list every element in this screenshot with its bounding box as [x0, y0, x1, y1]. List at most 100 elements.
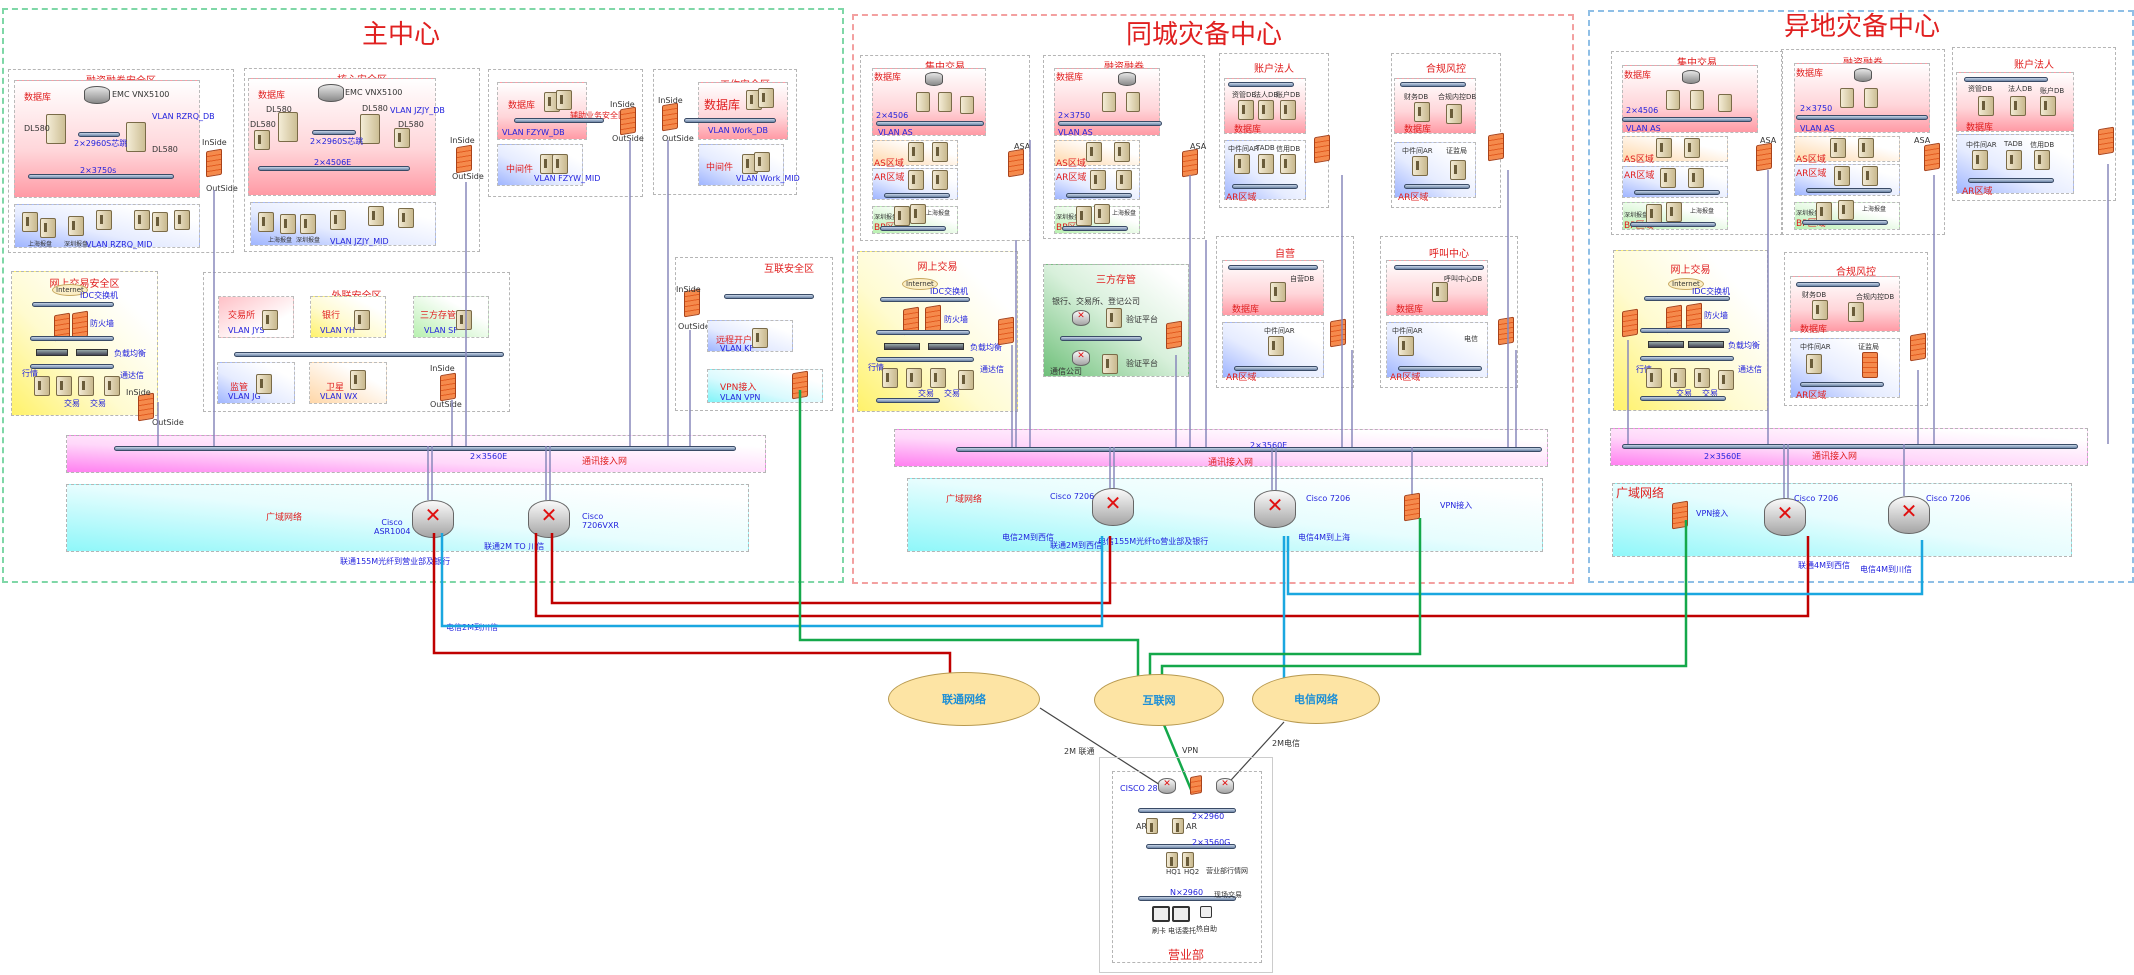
switch-bus — [1138, 896, 1236, 901]
router-label: Cisco 7206 — [1306, 494, 1351, 503]
fw-outside-label: OutSide — [662, 134, 694, 143]
zone-title: 集中交易 — [1677, 58, 1717, 69]
storage-icon — [84, 86, 110, 104]
access-label: 通讯接入网 — [1812, 452, 1858, 462]
link-red — [550, 533, 1112, 605]
link-red — [432, 533, 952, 690]
tdx-label: 通达信 — [1738, 365, 1762, 374]
part-label: 远程开户 — [716, 336, 753, 346]
db-label: 数据库 — [874, 73, 902, 83]
switch-label: 2×3560E — [1250, 441, 1288, 450]
server-icon — [1106, 308, 1122, 328]
quote-label: 行情 — [1636, 365, 1652, 374]
server-icon — [938, 92, 952, 112]
switch-label: 2×3560E — [470, 452, 508, 461]
server-icon — [1166, 852, 1178, 868]
vlan-label: VLAN Work_MID — [736, 174, 800, 183]
part-label: 卫星 — [326, 383, 345, 393]
node-label: 电信 — [1464, 335, 1478, 343]
node-label: 呼叫中心DB — [1444, 275, 1483, 283]
tdx-label: 通达信 — [120, 371, 144, 380]
server-icon — [556, 90, 572, 110]
zone-label: AS区域 — [1624, 155, 1654, 165]
server-icon — [1116, 170, 1132, 190]
vlan-label: VLAN RZRQ_DB — [152, 112, 215, 121]
node-label: 账户DB — [2040, 87, 2065, 95]
link-blue — [440, 533, 1104, 628]
server-icon — [1666, 202, 1682, 222]
firewall-label: 防火墙 — [944, 315, 968, 324]
server-icon — [1234, 154, 1250, 174]
server-icon — [350, 370, 366, 390]
trade-label: 交易 — [1702, 389, 1718, 398]
switch-bus — [1806, 188, 1892, 193]
server-icon — [1090, 170, 1106, 190]
node-label: 深圳报盘 — [1624, 212, 1649, 219]
router-label: Cisco 7206 — [1794, 494, 1839, 503]
link-green — [1160, 719, 1194, 793]
server-icon — [930, 368, 946, 388]
switch-bus — [1228, 82, 1294, 87]
vlan-label: VLAN KF — [720, 344, 754, 353]
vlan-label: VLAN VPN — [720, 393, 761, 402]
vlan-label: VLAN SF — [424, 326, 458, 335]
yd-account-zone: 账户法人 — [1952, 47, 2116, 201]
router-icon — [1092, 488, 1134, 526]
link-label: 联通2M到西信 — [1050, 541, 1102, 550]
switch-bus — [1964, 77, 2048, 82]
server-icon — [1102, 354, 1118, 374]
zone-label: AR区域 — [1226, 373, 1257, 383]
node-label: 上海报盘 — [28, 241, 53, 248]
server-icon — [1414, 102, 1430, 122]
server-icon — [2006, 150, 2022, 170]
load-balancer-icon — [1688, 341, 1724, 348]
switch-bus — [1060, 336, 1142, 341]
switch-bus — [234, 352, 504, 357]
fw-outside-label: OutSide — [678, 322, 710, 331]
server-icon — [2034, 150, 2050, 170]
branch-title: 营业部 — [1168, 948, 1205, 962]
zone-title: 呼叫中心 — [1429, 249, 1469, 260]
node-label: 证监局 — [1858, 343, 1879, 351]
switch-bus — [1640, 396, 1726, 401]
node-label: 合规内控DB — [1438, 93, 1477, 101]
server-icon — [758, 88, 774, 108]
exchange-area — [218, 296, 294, 338]
server-icon — [394, 128, 410, 148]
db-label: 数据库 — [258, 91, 286, 101]
router-icon — [1072, 350, 1090, 366]
access-switch-bus — [956, 447, 1542, 452]
server-label: DL580 — [266, 105, 292, 114]
node-label: HQ1 — [1166, 868, 1182, 876]
tc-rzrq-zone: 融资融券 — [1043, 55, 1205, 239]
router-label: Cisco ASR1004 — [374, 518, 411, 536]
switch-label: IDC交换机 — [930, 287, 969, 296]
yd-online-zone: 网上交易 — [1613, 250, 1768, 411]
router-icon — [1764, 498, 1806, 536]
yd-compliance-zone: 合规风控 — [1784, 252, 1928, 406]
fw-inside-label: InSide — [610, 100, 635, 109]
node-label: 信用DB — [1276, 145, 1301, 153]
switch-bus — [884, 193, 950, 198]
server-icon — [398, 208, 414, 228]
tc-account-zone: 账户法人 — [1219, 53, 1329, 208]
server-icon — [1812, 300, 1828, 320]
zone-title: 集中交易 — [861, 58, 1029, 73]
zone-title: 自营 — [1275, 249, 1295, 260]
link-label: 电信4M到上海 — [1298, 533, 1350, 542]
server-icon — [1688, 168, 1704, 188]
server-icon — [1656, 138, 1672, 158]
lb-label: 负载均衡 — [1728, 341, 1760, 350]
server-icon — [126, 122, 146, 152]
db-label: 数据库 — [508, 101, 536, 111]
db-label: 数据库 — [1056, 73, 1084, 83]
server-icon — [1972, 150, 1988, 170]
node-label: 信用DB — [2030, 141, 2055, 149]
server-icon — [754, 152, 770, 172]
internet-cloud-icon: Internet — [52, 284, 88, 296]
load-balancer-icon — [884, 343, 920, 350]
node-label: 财务DB — [1802, 291, 1827, 299]
internet-cloud-icon: Internet — [1668, 278, 1704, 290]
server-icon — [1182, 852, 1194, 868]
zone-label: AR区域 — [1398, 193, 1429, 203]
